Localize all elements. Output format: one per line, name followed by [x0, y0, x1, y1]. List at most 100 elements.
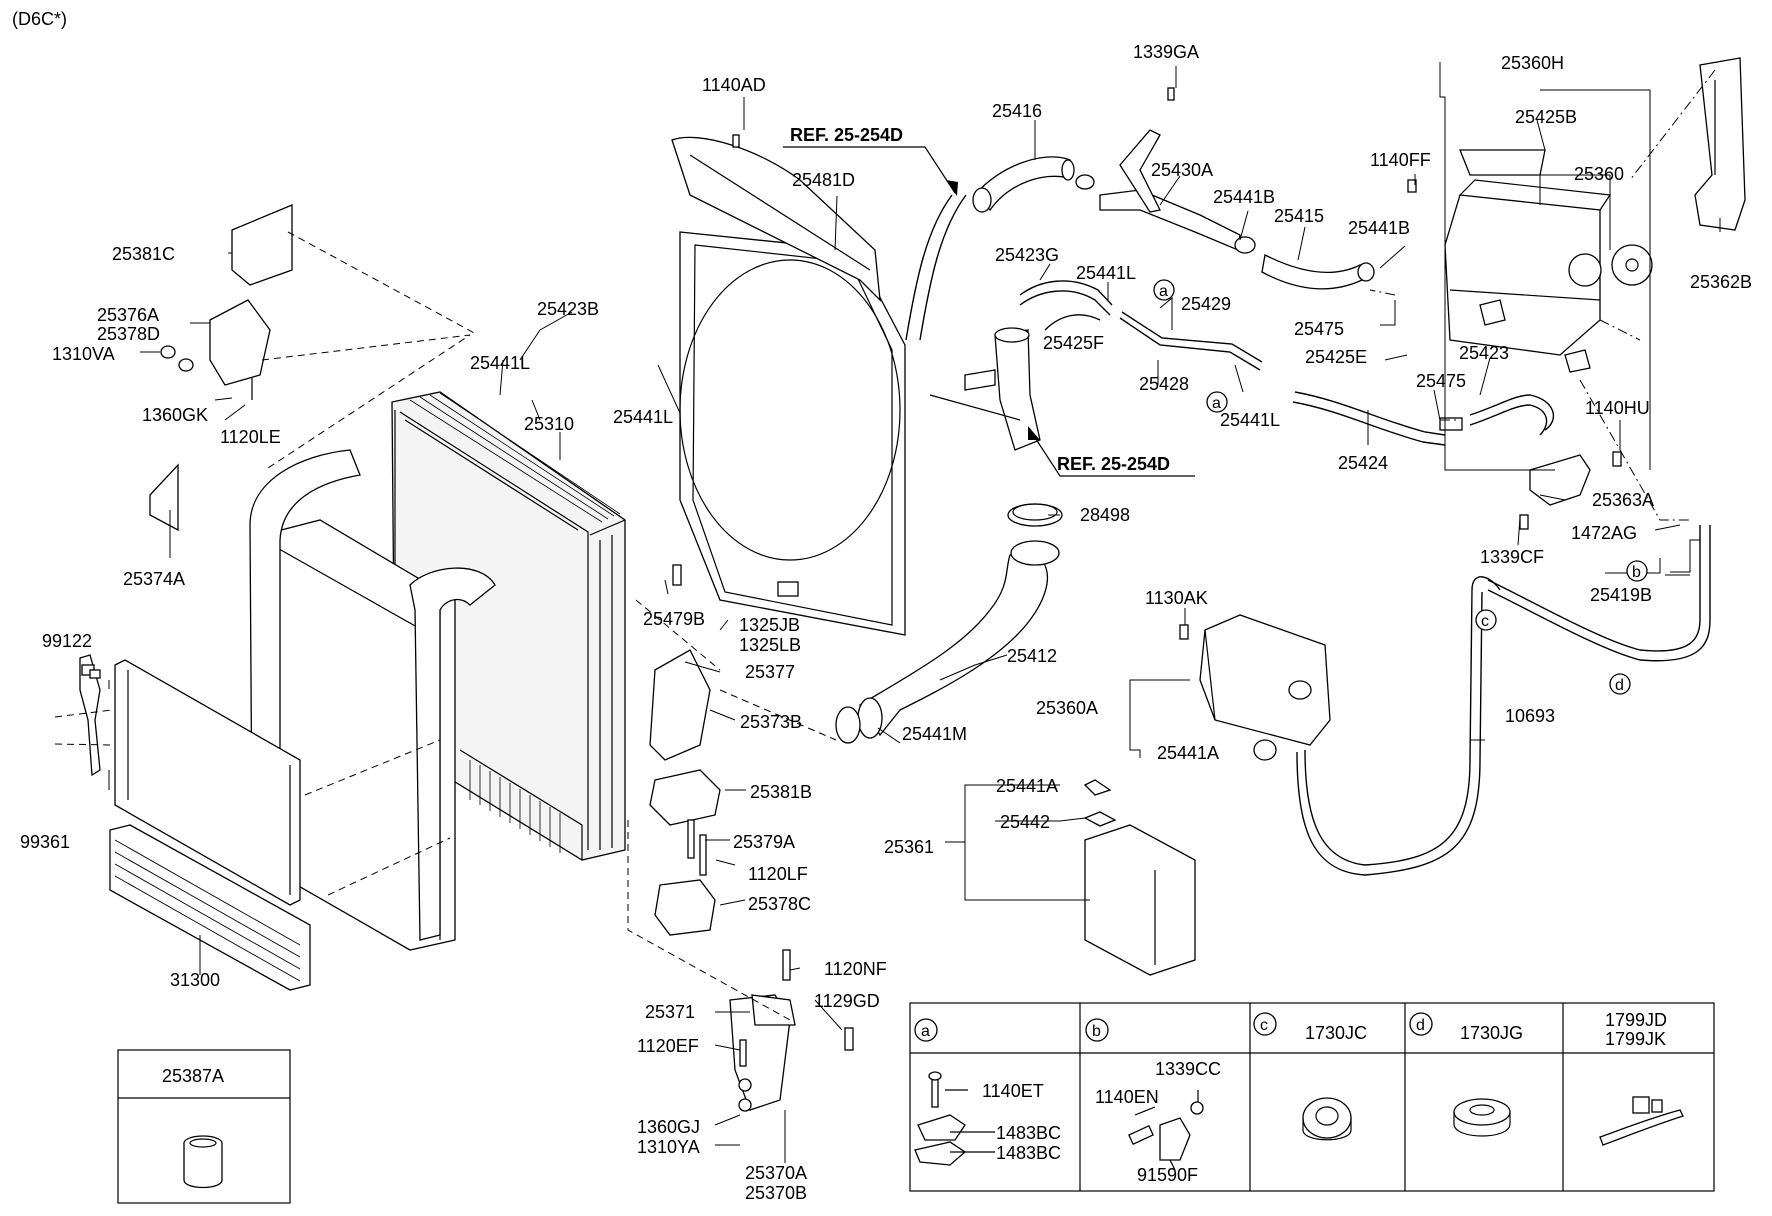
legend-key-b: b — [1092, 1023, 1101, 1040]
callout-a-upper: a — [1159, 283, 1168, 300]
part-label[interactable]: 25428 — [1139, 374, 1189, 394]
part-label[interactable]: 1120EF — [637, 1036, 699, 1056]
part-label[interactable]: 25441L — [470, 353, 530, 373]
legend-part-1730JC[interactable]: 1730JC — [1305, 1023, 1367, 1043]
part-label[interactable]: 25475 — [1416, 371, 1466, 391]
part-label[interactable]: 25370B — [745, 1183, 807, 1203]
part-label[interactable]: 25442 — [1000, 812, 1050, 832]
part-label[interactable]: 25415 — [1274, 206, 1324, 226]
part-label[interactable]: 1360GK — [142, 405, 208, 425]
part-label[interactable]: 25441L — [613, 407, 673, 427]
part-label[interactable]: 25378C — [748, 894, 811, 914]
legend-part-91590F[interactable]: 91590F — [1137, 1165, 1198, 1185]
part-label[interactable]: 25475 — [1294, 319, 1344, 339]
part-label[interactable]: 1339GA — [1133, 42, 1199, 62]
part-label[interactable]: 1325LB — [739, 635, 801, 655]
part-label[interactable]: 1140FF — [1370, 150, 1431, 170]
part-label[interactable]: 1325JB — [739, 615, 800, 635]
ref-label-upper: REF. 25-254D — [790, 125, 903, 145]
legend-part-1799JD[interactable]: 1799JD — [1605, 1010, 1667, 1030]
part-label[interactable]: 1310YA — [637, 1137, 700, 1157]
legend-part-1339CC[interactable]: 1339CC — [1155, 1059, 1221, 1079]
legend-part-1140ET[interactable]: 1140ET — [982, 1081, 1044, 1101]
part-label[interactable]: 25373B — [740, 712, 802, 732]
part-label[interactable]: 25379A — [733, 832, 795, 852]
part-label[interactable]: 25360 — [1574, 164, 1624, 184]
part-label[interactable]: 99361 — [20, 832, 70, 852]
callout-c: c — [1481, 613, 1489, 630]
legend-part-1730JG[interactable]: 1730JG — [1460, 1023, 1523, 1043]
part-label[interactable]: 25429 — [1181, 294, 1231, 314]
part-label[interactable]: 1339CF — [1480, 547, 1544, 567]
part-label[interactable]: 25381C — [112, 244, 175, 264]
callout-circles: a a b c d — [1153, 279, 1648, 695]
legend-part-1483BC-b[interactable]: 1483BC — [996, 1143, 1061, 1163]
part-label[interactable]: 25479B — [643, 609, 705, 629]
surge-tank-drawing — [1083, 57, 1746, 976]
part-label[interactable]: 25425E — [1305, 347, 1367, 367]
assembly-guide-lines — [54, 69, 1716, 1021]
legend-part-1140EN[interactable]: 1140EN — [1095, 1087, 1159, 1107]
fan-shroud-drawing — [671, 136, 906, 636]
part-label[interactable]: 25381B — [750, 782, 812, 802]
legend-part-1483BC-a[interactable]: 1483BC — [996, 1123, 1061, 1143]
part-label[interactable]: 25377 — [745, 662, 795, 682]
part-label[interactable]: 10693 — [1505, 706, 1555, 726]
legend-column-e: 1799JD 1799JK — [1599, 1010, 1684, 1146]
part-label[interactable]: 1310VA — [52, 344, 115, 364]
part-label[interactable]: 1360GJ — [637, 1117, 700, 1137]
part-label[interactable]: 25441L — [1220, 410, 1280, 430]
part-label[interactable]: 25370A — [745, 1163, 807, 1183]
part-label[interactable]: 25416 — [992, 101, 1042, 121]
part-label[interactable]: 25424 — [1338, 453, 1388, 473]
part-label[interactable]: 1129GD — [814, 991, 880, 1011]
part-label[interactable]: 25362B — [1690, 272, 1752, 292]
part-label[interactable]: 25423G — [995, 245, 1059, 265]
part-label[interactable]: 25371 — [645, 1002, 695, 1022]
part-label[interactable]: 25481D — [792, 170, 855, 190]
part-label[interactable]: 28498 — [1080, 505, 1130, 525]
part-label[interactable]: 25360A — [1036, 698, 1098, 718]
part-label[interactable]: 25425F — [1043, 333, 1104, 353]
part-label[interactable]: 1120LF — [748, 864, 808, 884]
part-label[interactable]: 25441A — [996, 776, 1058, 796]
part-label[interactable]: 25361 — [884, 837, 934, 857]
part-label[interactable]: 25363A — [1592, 490, 1654, 510]
ref-arrows — [783, 146, 1195, 477]
legend-column-a: a 1140ET 1483BC 1483BC — [914, 1018, 1061, 1166]
part-label[interactable]: 1140HU — [1585, 398, 1650, 418]
part-label[interactable]: 25387A — [162, 1066, 224, 1086]
hoses-drawing — [835, 129, 1375, 744]
part-label[interactable]: 99122 — [42, 631, 92, 651]
callout-d: d — [1615, 677, 1624, 694]
part-label[interactable]: 25425B — [1515, 107, 1577, 127]
part-label[interactable]: 25441M — [902, 724, 967, 744]
part-label[interactable]: 1140AD — [702, 75, 766, 95]
legend-column-b: b 1339CC 1140EN 91590F — [1085, 1018, 1221, 1185]
part-label[interactable]: 25423B — [537, 299, 599, 319]
part-label[interactable]: 1120NF — [824, 959, 887, 979]
part-label[interactable]: 25360H — [1501, 53, 1564, 73]
part-label[interactable]: 25441L — [1076, 263, 1136, 283]
part-label[interactable]: 25430A — [1151, 160, 1213, 180]
part-label[interactable]: 25374A — [123, 569, 185, 589]
callout-a-lower: a — [1212, 395, 1221, 412]
part-label[interactable]: 25423 — [1459, 343, 1509, 363]
part-label[interactable]: 25378D — [97, 324, 160, 344]
part-label[interactable]: 25412 — [1007, 646, 1057, 666]
part-label[interactable]: 25376A — [97, 305, 159, 325]
part-label[interactable]: 25419B — [1590, 585, 1652, 605]
legend-key-a: a — [921, 1023, 930, 1040]
part-label[interactable]: 25310 — [524, 414, 574, 434]
ref-label-lower: REF. 25-254D — [1057, 454, 1170, 474]
part-label[interactable]: 1472AG — [1571, 523, 1637, 543]
part-label[interactable]: 25441B — [1348, 218, 1410, 238]
part-label[interactable]: 25441B — [1213, 187, 1275, 207]
legend-part-1799JK[interactable]: 1799JK — [1605, 1029, 1666, 1049]
part-label[interactable]: 1120LE — [220, 427, 281, 447]
part-label[interactable]: 1130AK — [1145, 588, 1208, 608]
part-label[interactable]: 31300 — [170, 970, 220, 990]
part-label[interactable]: 25441A — [1157, 743, 1219, 763]
part-25387A-drawing — [183, 1135, 223, 1189]
